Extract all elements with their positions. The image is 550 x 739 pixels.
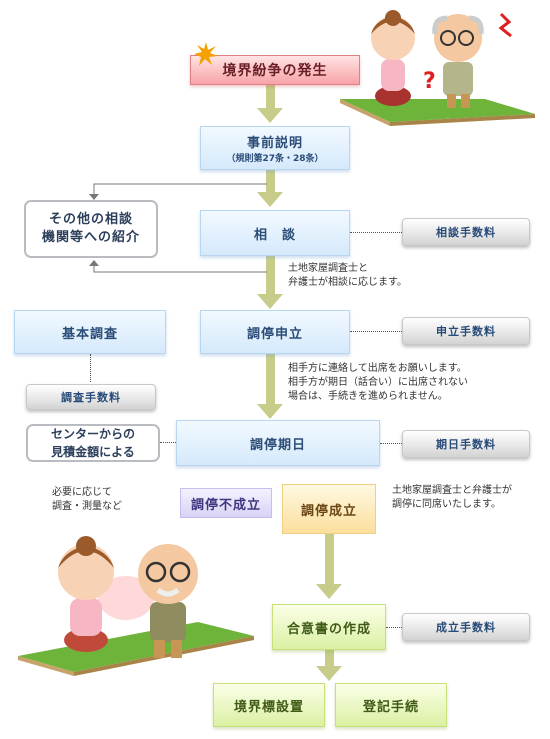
referral-line-2: 機関等への紹介 [41,230,140,245]
survey-note: 必要に応じて 調査・測量など [52,486,122,514]
burst-icon [194,42,218,66]
step-dispute: 境界紛争の発生 [190,55,360,85]
step-prior-explanation: 事前説明 （規則第27条・28条） [200,126,350,170]
step-mediation-application: 調停申立 [200,310,350,354]
flow-arrow [316,666,342,681]
consult-note-line-1: 土地家屋調査士と [288,263,368,274]
apply-note-line-2: 相手方が期日（話合い）に出席されない [288,377,468,388]
step-mediation-date: 調停期日 [176,420,380,466]
apply-note-line-3: 場合は、手続きを進められません。 [288,391,448,402]
success-note-line-1: 土地家屋調査士と弁護士が [392,485,512,496]
flow-connector [266,354,275,404]
flow-arrow [257,192,283,207]
basic-survey-label: 基本調査 [61,326,118,342]
step-agreement-label: 合意書の作成 [286,621,371,637]
flow-arrow [316,584,342,599]
application-fee-label: 申立手数料 [436,325,496,338]
illustration-dispute: ? [335,4,540,126]
success-note: 土地家屋調査士と弁護士が 調停に同席いたします。 [392,484,512,512]
illustration-agreement [18,528,256,678]
basic-survey-box: 基本調査 [14,310,166,354]
flow-arrow [257,404,283,419]
date-fee-label: 期日手数料 [436,438,496,451]
fee-connector [386,627,402,628]
flow-arrow [257,108,283,123]
estimate-line-2: 見積金額による [51,445,135,459]
success-note-line-2: 調停に同席いたします。 [392,499,501,510]
step-consultation: 相 談 [200,210,350,256]
step-mediation-application-label: 調停申立 [246,326,303,342]
step-registration: 登記手続 [335,683,447,727]
survey-note-line-2: 調査・測量など [52,501,122,512]
apply-note-line-1: 相手方に連絡して出席をお願いします。 [288,363,467,374]
svg-text:?: ? [423,69,436,94]
flow-connector [266,256,275,294]
flow-connector [325,650,334,666]
success-fee-label: 成立手数料 [436,621,496,634]
survey-connector [90,354,91,382]
estimate-box: センターからの 見積金額による [26,424,160,462]
estimate-line-1: センターからの [50,427,135,441]
step-dispute-label: 境界紛争の発生 [222,63,328,79]
flow-connector [266,84,275,108]
step-mediation-failed: 調停不成立 [180,488,272,518]
step-boundary-marker: 境界標設置 [213,683,325,727]
consult-note: 土地家屋調査士と 弁護士が相談に応じます。 [288,262,407,290]
survey-fee-badge: 調査手数料 [26,384,156,410]
application-fee-badge: 申立手数料 [402,317,530,345]
date-fee-badge: 期日手数料 [402,430,530,458]
flow-arrow [257,294,283,309]
referral-line-1: その他の相談 [48,212,133,227]
flow-connector [266,170,275,192]
referral-box: その他の相談 機関等への紹介 [24,200,158,258]
apply-note: 相手方に連絡して出席をお願いします。 相手方が期日（話合い）に出席されない 場合… [288,362,468,404]
step-mediation-date-label: 調停期日 [249,437,306,453]
step-mediation-success-label: 調停成立 [300,503,357,519]
survey-fee-label: 調査手数料 [61,391,121,404]
fee-connector [380,443,402,444]
consultation-fee-badge: 相談手数料 [402,218,530,246]
survey-note-line-1: 必要に応じて [52,487,112,498]
consultation-fee-label: 相談手数料 [436,226,496,239]
fee-connector [350,232,402,233]
step-mediation-failed-label: 調停不成立 [190,497,261,513]
step-registration-label: 登記手続 [362,699,419,715]
flow-connector [325,534,334,584]
step-consultation-label: 相 談 [253,227,296,243]
step-prior-explanation-sub: （規則第27条・28条） [226,154,324,164]
step-boundary-marker-label: 境界標設置 [233,699,304,715]
referral-arrows [84,180,272,276]
step-mediation-success: 調停成立 [282,484,376,534]
step-agreement: 合意書の作成 [272,604,386,650]
consult-note-line-2: 弁護士が相談に応じます。 [288,277,407,288]
estimate-connector [160,442,176,443]
success-fee-badge: 成立手数料 [402,613,530,641]
fee-connector [350,331,402,332]
step-prior-explanation-label: 事前説明 [246,136,303,151]
